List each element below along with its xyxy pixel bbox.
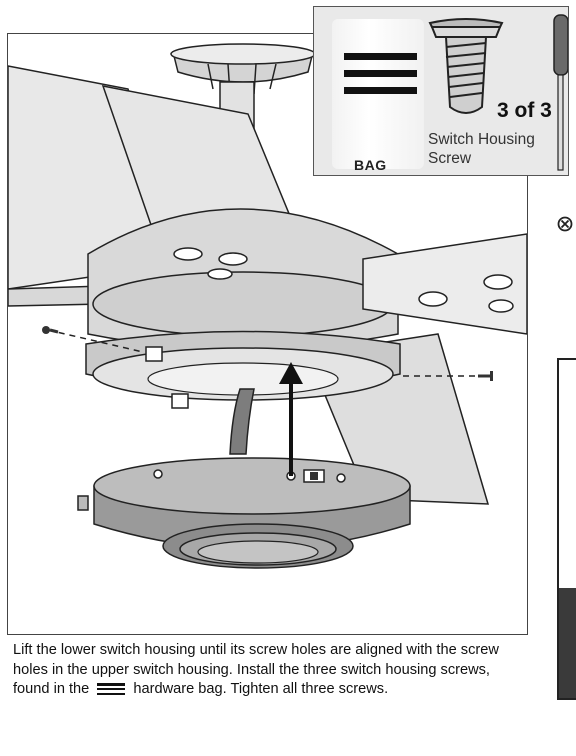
hardware-inset: BAG 3 of 3 Switch Housing Screw bbox=[313, 6, 569, 176]
ceiling-fan-illustration bbox=[8, 34, 527, 634]
screw-icon bbox=[428, 18, 504, 114]
bag-label: BAG bbox=[354, 157, 387, 173]
part-count: 3 of 3 bbox=[497, 99, 552, 122]
remove-x-icon bbox=[557, 216, 573, 232]
bag-stripes-icon bbox=[344, 53, 417, 103]
up-arrow-icon bbox=[279, 362, 303, 476]
instruction-text: Lift the lower switch housing until its … bbox=[7, 634, 528, 715]
wire-bundle bbox=[229, 388, 255, 455]
screw-left bbox=[42, 326, 59, 334]
screw-right bbox=[478, 371, 493, 381]
hardware-bag-icon bbox=[97, 683, 126, 696]
hardware-bag-icon bbox=[332, 19, 424, 169]
part-name: Switch Housing Screw bbox=[428, 131, 535, 167]
next-step-panel bbox=[557, 358, 576, 700]
screwdriver-icon bbox=[553, 14, 568, 171]
fan-blade-right bbox=[362, 233, 527, 335]
